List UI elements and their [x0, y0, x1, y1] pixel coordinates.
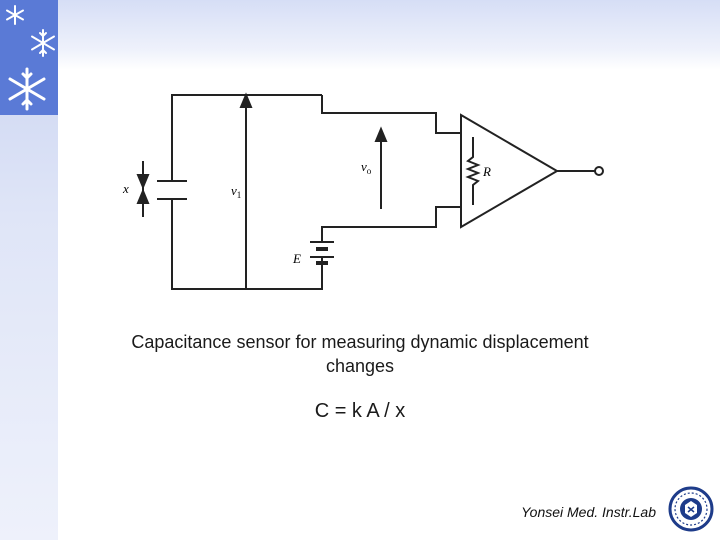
- snowflake-icon: [6, 5, 24, 25]
- label-r: R: [482, 164, 491, 179]
- top-band: [58, 0, 720, 70]
- label-x: x: [122, 181, 129, 196]
- formula: C = k A / x: [314, 400, 406, 422]
- caption-line-2: changes: [325, 356, 395, 376]
- label-e: E: [292, 251, 301, 266]
- snowflake-icon: [8, 67, 46, 111]
- circuit-diagram: x v1 vo R E: [105, 77, 621, 303]
- label-vo: vo: [361, 159, 372, 176]
- caption: Capacitance sensor for measuring dynamic…: [70, 330, 650, 378]
- snowflake-icon: [31, 29, 55, 57]
- label-vo-main: v: [361, 159, 367, 174]
- university-seal-icon: [668, 486, 714, 532]
- label-vo-sub: o: [367, 166, 372, 176]
- caption-line-1: Capacitance sensor for measuring dynamic…: [131, 332, 589, 352]
- label-v1: v1: [231, 183, 241, 200]
- label-v1-main: v: [231, 183, 237, 198]
- label-v1-sub: 1: [237, 190, 242, 200]
- corner-block: [0, 0, 58, 115]
- footer-lab-name: Yonsei Med. Instr.Lab: [521, 504, 656, 520]
